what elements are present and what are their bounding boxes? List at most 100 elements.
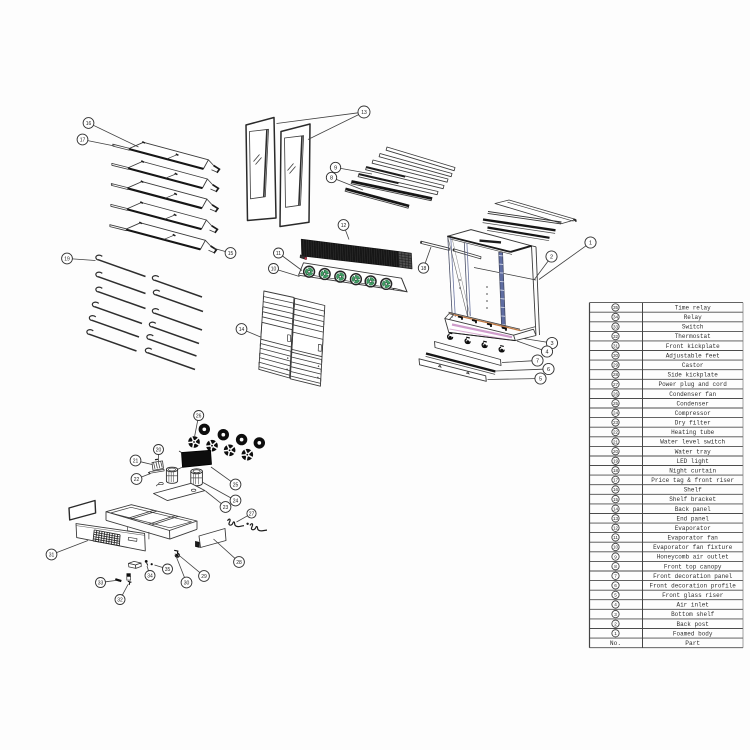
svg-text:30: 30 [184, 580, 190, 586]
svg-text:Price tag & front riser: Price tag & front riser [651, 477, 734, 484]
svg-text:Heating tube: Heating tube [671, 429, 715, 436]
svg-text:2: 2 [614, 621, 617, 626]
svg-text:12: 12 [341, 223, 347, 229]
svg-text:21: 21 [613, 439, 619, 444]
svg-text:20: 20 [156, 447, 162, 453]
svg-text:22: 22 [134, 477, 140, 483]
svg-text:Air inlet: Air inlet [676, 602, 708, 609]
svg-text:14: 14 [239, 327, 245, 333]
svg-text:Castor: Castor [682, 362, 704, 369]
svg-text:9: 9 [334, 165, 337, 171]
svg-text:5: 5 [614, 593, 617, 598]
svg-text:33: 33 [613, 324, 619, 329]
svg-text:13: 13 [613, 516, 619, 521]
svg-text:Condenser fan: Condenser fan [669, 391, 716, 398]
svg-text:Water level switch: Water level switch [660, 439, 725, 446]
svg-text:16: 16 [613, 487, 619, 492]
svg-text:25: 25 [233, 482, 239, 488]
svg-text:9: 9 [614, 554, 617, 559]
svg-text:32: 32 [117, 597, 123, 603]
svg-text:18: 18 [421, 266, 427, 272]
svg-text:Front decoration profile: Front decoration profile [649, 583, 736, 590]
svg-text:Night curtain: Night curtain [669, 467, 716, 474]
svg-text:25: 25 [613, 401, 619, 406]
svg-text:27: 27 [613, 382, 619, 387]
svg-text:Relay: Relay [684, 314, 702, 321]
svg-text:8: 8 [330, 175, 333, 181]
svg-text:28: 28 [236, 560, 242, 566]
svg-text:16: 16 [86, 121, 92, 127]
svg-text:Power plug and cord: Power plug and cord [658, 381, 727, 388]
svg-text:28: 28 [613, 372, 619, 377]
svg-text:Front top canopy: Front top canopy [664, 563, 722, 570]
svg-text:Switch: Switch [682, 324, 704, 331]
svg-text:Adjustable feet: Adjustable feet [666, 352, 720, 359]
svg-text:Thermostat: Thermostat [675, 333, 711, 340]
svg-text:6: 6 [547, 367, 550, 373]
svg-text:Back post: Back post [676, 621, 708, 628]
svg-text:27: 27 [249, 511, 255, 517]
svg-text:31: 31 [49, 552, 55, 558]
svg-text:17: 17 [613, 478, 619, 483]
svg-text:11: 11 [613, 535, 618, 540]
svg-text:26: 26 [196, 413, 202, 419]
svg-text:15: 15 [613, 497, 619, 502]
svg-text:End panel: End panel [676, 515, 709, 522]
svg-text:8: 8 [614, 564, 617, 569]
svg-text:Evaporator: Evaporator [675, 525, 711, 532]
svg-text:33: 33 [98, 580, 104, 586]
svg-text:31: 31 [613, 343, 619, 348]
svg-text:4: 4 [545, 349, 548, 355]
svg-text:LED light: LED light [676, 458, 708, 465]
svg-text:13: 13 [361, 110, 367, 116]
svg-text:15: 15 [228, 251, 234, 257]
svg-text:35: 35 [613, 305, 619, 310]
svg-text:19: 19 [64, 256, 70, 262]
svg-text:Side kickplate: Side kickplate [667, 372, 718, 379]
svg-text:29: 29 [613, 363, 619, 368]
svg-text:22: 22 [613, 430, 619, 435]
svg-text:23: 23 [613, 420, 619, 425]
svg-text:Honeycomb air outlet: Honeycomb air outlet [657, 554, 729, 561]
svg-text:17: 17 [80, 137, 86, 143]
svg-text:24: 24 [613, 411, 619, 416]
svg-text:12: 12 [613, 526, 619, 531]
svg-text:Shelf bracket: Shelf bracket [669, 496, 716, 503]
svg-text:Part: Part [685, 640, 700, 647]
svg-text:23: 23 [223, 505, 229, 511]
svg-text:14: 14 [613, 506, 619, 511]
svg-text:30: 30 [613, 353, 619, 358]
svg-text:Dry filter: Dry filter [675, 420, 711, 427]
svg-text:4: 4 [614, 602, 617, 607]
svg-text:3: 3 [550, 341, 553, 347]
svg-text:Evaporator fan: Evaporator fan [667, 535, 718, 542]
svg-text:1: 1 [614, 631, 617, 636]
svg-text:Time relay: Time relay [675, 305, 711, 312]
svg-text:3: 3 [614, 612, 617, 617]
svg-text:Bottom shelf: Bottom shelf [671, 611, 715, 618]
svg-text:Front kickplate: Front kickplate [666, 343, 720, 350]
svg-text:Water tray: Water tray [675, 448, 711, 455]
svg-text:5: 5 [539, 376, 542, 382]
svg-text:19: 19 [613, 459, 619, 464]
svg-text:32: 32 [613, 334, 619, 339]
svg-text:Front decoration panel: Front decoration panel [653, 573, 733, 580]
svg-text:34: 34 [613, 315, 619, 320]
svg-text:6: 6 [614, 583, 617, 588]
svg-text:24: 24 [233, 498, 239, 504]
svg-text:Front glass riser: Front glass riser [662, 592, 724, 599]
svg-text:1: 1 [589, 240, 592, 246]
svg-text:Back panel: Back panel [675, 506, 711, 513]
svg-text:Shelf: Shelf [684, 487, 702, 494]
svg-text:20: 20 [613, 449, 619, 454]
svg-text:34: 34 [147, 573, 153, 579]
svg-text:Evaporator fan fixture: Evaporator fan fixture [653, 544, 733, 551]
svg-text:7: 7 [614, 574, 617, 579]
svg-text:21: 21 [133, 458, 139, 464]
svg-text:Compressor: Compressor [675, 410, 711, 417]
svg-text:2: 2 [550, 254, 553, 260]
svg-text:Foamed body: Foamed body [673, 630, 713, 637]
svg-text:35: 35 [165, 567, 171, 573]
svg-text:18: 18 [613, 468, 619, 473]
svg-text:10: 10 [271, 266, 277, 272]
